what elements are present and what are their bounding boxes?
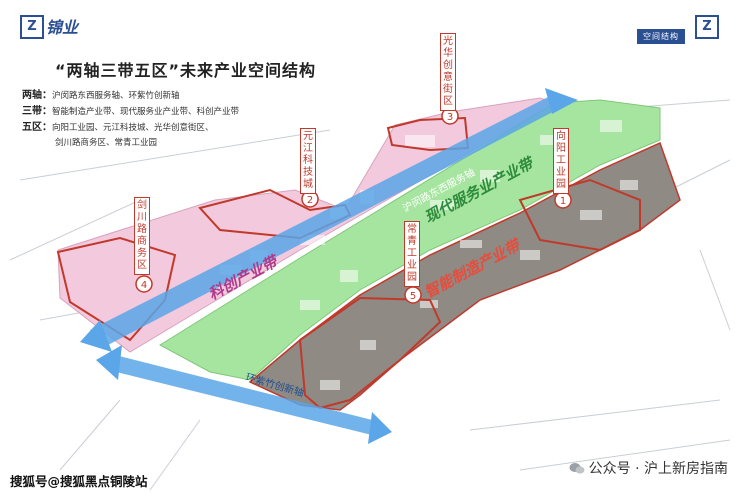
page-title: “两轴三带五区”未来产业空间结构 <box>55 61 317 80</box>
east-west-axis-arrow-tail <box>80 320 112 352</box>
zone-marker-4[interactable]: 4 <box>135 275 153 293</box>
zizhu-axis-arrow-tail <box>96 345 122 380</box>
zone-marker-3-number: 3 <box>447 112 453 123</box>
legend-row-zones-cont: 剑川路商务区、常青工业园 <box>22 136 239 151</box>
section-tag: 空间结构 <box>637 29 685 44</box>
legend-key-axes: 两轴： <box>22 90 52 101</box>
zone-tag-2[interactable]: 元江科技城 <box>300 128 316 194</box>
zizhu-axis-arrow-head <box>368 412 392 444</box>
zone-marker-5[interactable]: 5 <box>404 286 422 304</box>
zone-tag-1[interactable]: 向阳工业园 <box>553 128 569 194</box>
zone-tag-4[interactable]: 剑川路商务区 <box>134 197 150 275</box>
wechat-icon <box>569 463 585 474</box>
zone-marker-1-number: 1 <box>560 196 566 207</box>
zone-outline-1 <box>518 178 641 252</box>
legend-row-belts: 三带：智能制造产业带、现代服务业产业带、科创产业带 <box>22 104 239 120</box>
brand-name: 锦业 <box>46 18 79 37</box>
watermark-wechat-text: 公众号 · 沪上新房指南 <box>588 461 728 477</box>
zone-tag-3[interactable]: 光华创意街区 <box>440 33 456 111</box>
zone-marker-4-number: 4 <box>141 280 147 291</box>
legend-key-zones: 五区： <box>22 122 52 133</box>
zizhu-innovation-axis <box>108 355 380 436</box>
zone-marker-1[interactable]: 1 <box>554 191 572 209</box>
legend-key-belts: 三带： <box>22 106 52 117</box>
section-logo-icon: Z <box>695 15 719 39</box>
east-west-axis-arrow-head <box>545 88 578 114</box>
legend-row-zones: 五区：向阳工业园、元江科技城、光华创意街区、 <box>22 120 239 136</box>
zone-tag-5[interactable]: 常青工业园 <box>404 221 420 287</box>
watermark-wechat: 公众号 · 沪上新房指南 <box>569 458 728 478</box>
road-network <box>9 99 731 491</box>
legend-row-axes: 两轴：沪闵路东西服务轴、环紫竹创新轴 <box>22 88 239 104</box>
legend-value-zones-2: 剑川路商务区、常青工业园 <box>55 138 158 148</box>
legend-value-zones-1: 向阳工业园、元江科技城、光华创意街区、 <box>52 123 214 133</box>
zone-marker-2-number: 2 <box>307 195 313 206</box>
east-west-service-axis <box>90 96 568 345</box>
zone-outline-5 <box>298 296 442 410</box>
structure-legend: 两轴：沪闵路东西服务轴、环紫竹创新轴 三带：智能制造产业带、现代服务业产业带、科… <box>22 88 239 151</box>
brand-logo-icon: Z <box>20 15 44 39</box>
zone-marker-5-number: 5 <box>410 291 416 302</box>
legend-value-axes: 沪闵路东西服务轴、环紫竹创新轴 <box>52 91 180 101</box>
legend-value-belts: 智能制造产业带、现代服务业产业带、科创产业带 <box>52 107 240 117</box>
watermark-sohu: 搜狐号@搜狐黑点铜陵站 <box>10 474 148 489</box>
